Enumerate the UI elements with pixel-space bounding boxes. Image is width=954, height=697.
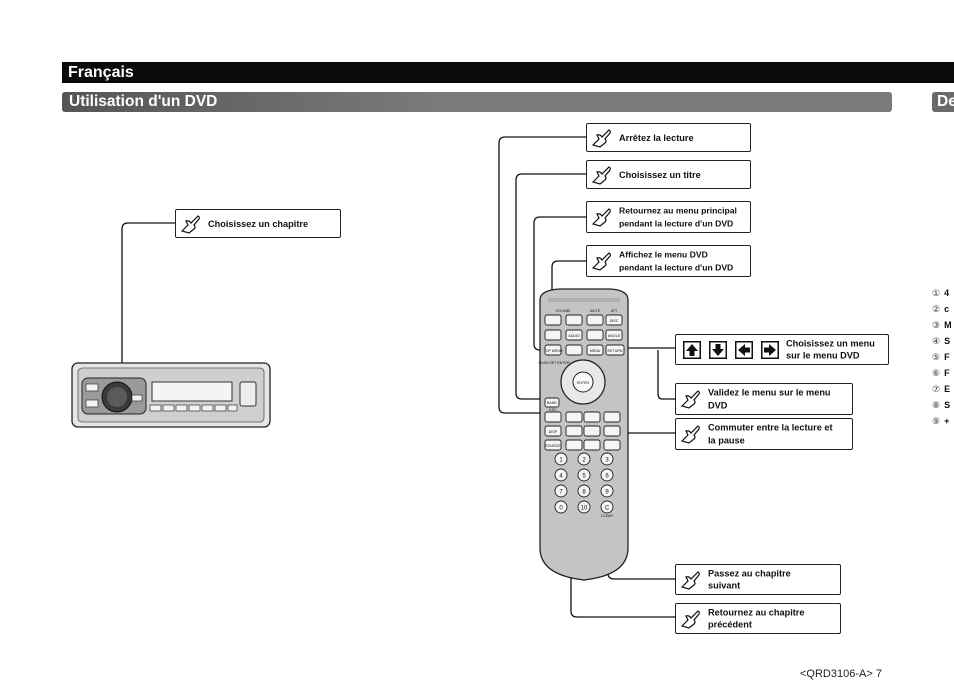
callout-confirm: Validez le menu sur le menu DVD (675, 383, 853, 415)
pointing-hand-icon (591, 252, 611, 271)
remote-control: 1 2 3 4 5 6 7 8 9 0 10 C VOLUME MUTE ATT… (538, 288, 629, 581)
remote-key-label: 5 (582, 474, 586, 480)
callout-text: Retournez au chapitre (708, 607, 805, 617)
pointing-hand-icon (591, 128, 611, 148)
pointing-hand-icon (680, 425, 700, 444)
section-title-bar: Utilisation d'un DVD (62, 92, 892, 112)
language-label: Français (68, 64, 134, 81)
callout-menu-select: Choisissez un menu sur le menu DVD (675, 334, 889, 365)
remote-label-source: SOURCE (545, 444, 561, 448)
callout-text: Choisissez un menu (786, 338, 875, 348)
remote-label-band: BAND (547, 401, 557, 405)
next-section-title: De (937, 93, 954, 110)
remote-key-label: 3 (605, 458, 609, 464)
callout-text: DVD (708, 400, 728, 410)
pointing-hand-icon (591, 165, 611, 185)
pointing-hand-icon (591, 208, 611, 227)
arrow-down-icon (709, 341, 727, 359)
remote-key-label: C (605, 506, 610, 512)
arrow-keys (683, 341, 779, 363)
callout-text: Commuter entre la lecture et (708, 422, 833, 433)
callout-text: Validez le menu sur le menu (708, 387, 831, 398)
head-unit (71, 362, 271, 428)
section-title: Utilisation d'un DVD (69, 93, 218, 110)
remote-label-enter: ENTER (577, 381, 590, 385)
callout-title: Choisissez un titre (586, 160, 751, 189)
remote-label-mute: MUTE (590, 309, 601, 313)
remote-label-esc: ESC (549, 408, 557, 412)
callout-text: pendant la lecture d'un DVD (619, 218, 734, 228)
list-item: ⑨+ (932, 416, 950, 426)
callout-text: Choisissez un titre (619, 169, 701, 180)
callout-dvd-menu: Affichez le menu DVD pendant la lecture … (586, 245, 751, 277)
remote-key-label: 4 (559, 474, 563, 480)
callout-text: suivant (708, 580, 741, 591)
pointing-hand-icon (680, 390, 700, 409)
remote-label-volume: VOLUME (555, 309, 571, 313)
remote-key-label: 0 (559, 506, 563, 512)
callout-text: Choisissez un chapitre (208, 218, 309, 229)
callout-text: la pause (708, 435, 745, 445)
remote-key-label: 6 (605, 474, 609, 480)
page-footer: <QRD3106-A> 7 (800, 668, 882, 680)
callout-text: Passez au chapitre (708, 568, 791, 578)
remote-key-label: 7 (559, 490, 563, 496)
callout-play-pause: Commuter entre la lecture et la pause (675, 418, 853, 450)
remote-label-display: DISP (549, 430, 558, 434)
callout-prev-chapter: Retournez au chapitre précédent (675, 603, 841, 634)
arrow-up-icon (683, 341, 701, 359)
callout-next-chapter: Passez au chapitre suivant (675, 564, 841, 595)
pointing-hand-icon (180, 214, 200, 234)
remote-label-push-set: PUSH SET ENTER (538, 361, 569, 365)
remote-label-top-menu: TOP MENU (544, 349, 563, 353)
remote-label-return: RETURN (608, 349, 623, 353)
arrow-left-icon (735, 341, 753, 359)
callout-text: Arrêtez la lecture (619, 132, 694, 143)
remote-key-label: 8 (582, 490, 586, 496)
language-header-bar: Français (62, 62, 954, 83)
callout-text: Affichez le menu DVD (619, 249, 708, 260)
remote-key-label: 1 (559, 458, 563, 464)
callout-head-unit-chapter: Choisissez un chapitre (175, 209, 341, 238)
callout-stop: Arrêtez la lecture (586, 123, 751, 152)
remote-key-label: 2 (582, 458, 586, 464)
callout-text: pendant la lecture d'un DVD (619, 262, 734, 272)
remote-label-disc: DISC (610, 319, 619, 323)
remote-label-angle: ANGLE (608, 334, 621, 338)
remote-label-menu: MENU (590, 349, 601, 353)
pointing-hand-icon (680, 609, 700, 629)
callout-text: sur le menu DVD (786, 350, 860, 361)
callout-main-menu: Retournez au menu principal pendant la l… (586, 201, 751, 233)
next-section-bar: De (932, 92, 954, 112)
pointing-hand-icon (680, 570, 700, 590)
remote-label-clear: CLEAR (601, 514, 613, 518)
remote-label-audio: AUDIO (568, 334, 580, 338)
callout-text: précédent (708, 619, 752, 630)
callout-text: Retournez au menu principal (619, 205, 737, 216)
remote-key-label: 10 (581, 506, 588, 512)
remote-key-label: 9 (605, 490, 609, 496)
remote-label-att: ATT (611, 309, 618, 313)
arrow-right-icon (761, 341, 779, 359)
